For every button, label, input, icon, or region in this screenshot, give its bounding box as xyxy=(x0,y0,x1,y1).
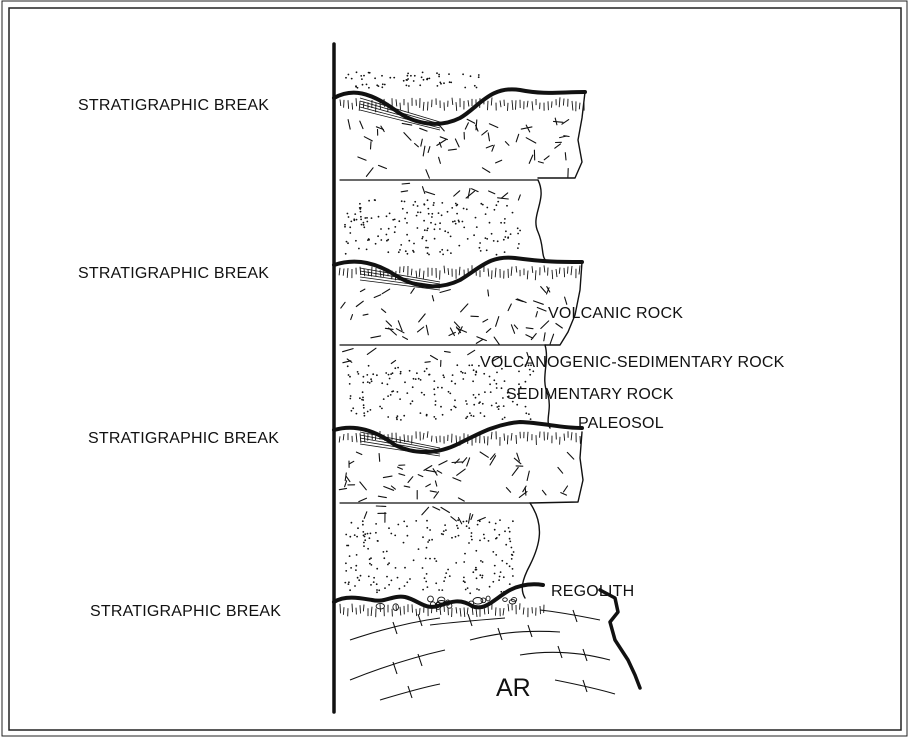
break-label-1: STRATIGRAPHIC BREAK xyxy=(78,97,269,114)
paleosol-label: PALEOSOL xyxy=(578,415,664,432)
sedimentary-stipple-pattern xyxy=(344,71,534,594)
bedrock-foliation-pattern xyxy=(350,610,615,700)
basement-label: AR xyxy=(496,674,531,702)
sedimentary-rock-label: SEDIMENTARY ROCK xyxy=(506,386,674,403)
break-label-2: STRATIGRAPHIC BREAK xyxy=(78,265,269,282)
unconformity-lines xyxy=(334,89,585,607)
regolith-label: REGOLITH xyxy=(551,583,634,600)
basement-outline xyxy=(600,590,640,688)
volcanogenic-sedimentary-label: VOLCANOGENIC-SEDIMENTARY ROCK xyxy=(480,354,785,371)
volcanogenic-bands xyxy=(340,180,545,503)
break-label-3: STRATIGRAPHIC BREAK xyxy=(88,430,279,447)
volcanic-dash-pattern xyxy=(339,118,574,524)
break-label-4: STRATIGRAPHIC BREAK xyxy=(90,603,281,620)
volcanic-rock-label: VOLCANIC ROCK xyxy=(548,305,683,322)
